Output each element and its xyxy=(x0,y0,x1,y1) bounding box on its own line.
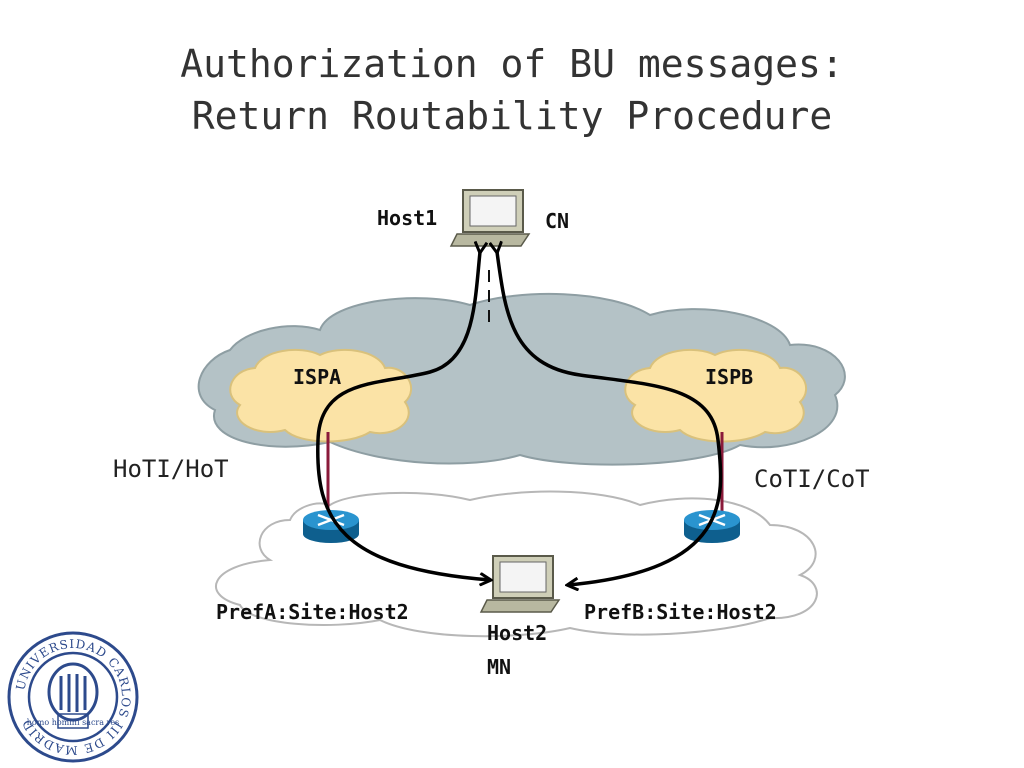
university-seal-logo: homo homini sacra res UNIVERSIDAD CARLOS… xyxy=(7,631,139,763)
coti-cot-label: CoTI/CoT xyxy=(754,465,870,493)
coti-cot-path xyxy=(497,252,723,585)
computer-icon-mn xyxy=(479,555,561,613)
ispb-cloud xyxy=(624,348,807,443)
title-line-2: Return Routability Procedure xyxy=(191,94,833,138)
ispa-label: ISPA xyxy=(293,365,342,389)
prefa-address-label: PrefA:Site:Host2 xyxy=(216,600,409,624)
hoti-hot-label: HoTI/HoT xyxy=(113,455,229,483)
ispa-cloud xyxy=(229,348,412,443)
mn-host-name: Host2 xyxy=(487,621,548,645)
title-line-1: Authorization of BU messages: xyxy=(180,42,844,86)
router-b-icon xyxy=(684,510,740,543)
mn-role-label: MN xyxy=(487,655,512,679)
slide-title: Authorization of BU messages: Return Rou… xyxy=(0,38,1024,142)
logo-motto: homo homini sacra res xyxy=(27,718,119,727)
router-a-icon xyxy=(303,510,359,543)
computer-icon-cn xyxy=(449,189,531,247)
cn-host-name: Host1 xyxy=(377,206,438,230)
cn-role-label: CN xyxy=(545,209,570,233)
ispb-label: ISPB xyxy=(705,365,754,389)
prefb-address-label: PrefB:Site:Host2 xyxy=(584,600,777,624)
hoti-hot-path xyxy=(316,252,490,580)
